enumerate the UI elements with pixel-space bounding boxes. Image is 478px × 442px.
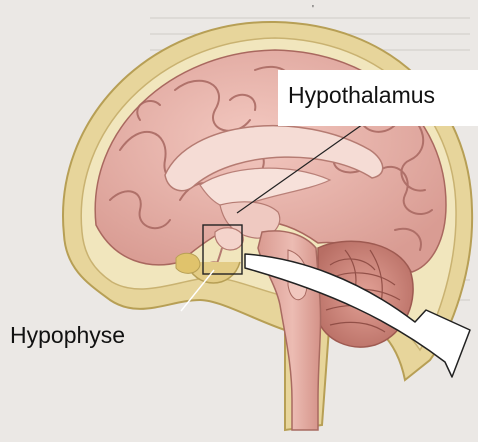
page-mark: ' <box>312 4 314 15</box>
sphenoid-sinus <box>176 253 200 273</box>
hypophyse-label: Hypophyse <box>6 318 129 353</box>
hypothalamus-label: Hypothalamus <box>278 70 478 126</box>
